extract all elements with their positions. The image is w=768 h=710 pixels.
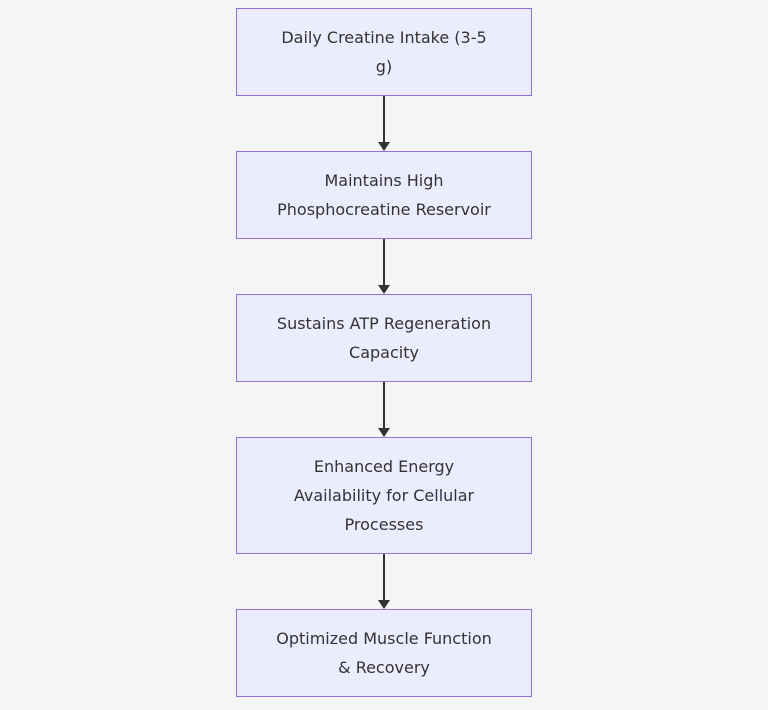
node-label: Sustains ATP Regeneration Capacity bbox=[276, 314, 492, 362]
arrow-down-icon bbox=[378, 285, 390, 294]
arrow-connector bbox=[378, 96, 390, 151]
node-energy-availability: Enhanced Energy Availability for Cellula… bbox=[236, 437, 532, 554]
node-phosphocreatine-reservoir: Maintains High Phosphocreatine Reservoir bbox=[236, 151, 532, 239]
arrow-down-icon bbox=[378, 600, 390, 609]
node-label: Optimized Muscle Function & Recovery bbox=[276, 629, 492, 677]
arrow-down-icon bbox=[378, 428, 390, 437]
arrow-connector bbox=[378, 382, 390, 437]
arrow-line bbox=[383, 96, 385, 142]
node-label: Enhanced Energy Availability for Cellula… bbox=[293, 457, 475, 534]
arrow-line bbox=[383, 554, 385, 600]
node-label: Daily Creatine Intake (3-5 g) bbox=[281, 28, 487, 76]
arrow-line bbox=[383, 382, 385, 428]
arrow-down-icon bbox=[378, 142, 390, 151]
node-label: Maintains High Phosphocreatine Reservoir bbox=[277, 171, 491, 219]
node-daily-creatine-intake: Daily Creatine Intake (3-5 g) bbox=[236, 8, 532, 96]
arrow-line bbox=[383, 239, 385, 285]
arrow-connector bbox=[378, 554, 390, 609]
node-muscle-function-recovery: Optimized Muscle Function & Recovery bbox=[236, 609, 532, 697]
arrow-connector bbox=[378, 239, 390, 294]
node-atp-regeneration: Sustains ATP Regeneration Capacity bbox=[236, 294, 532, 382]
